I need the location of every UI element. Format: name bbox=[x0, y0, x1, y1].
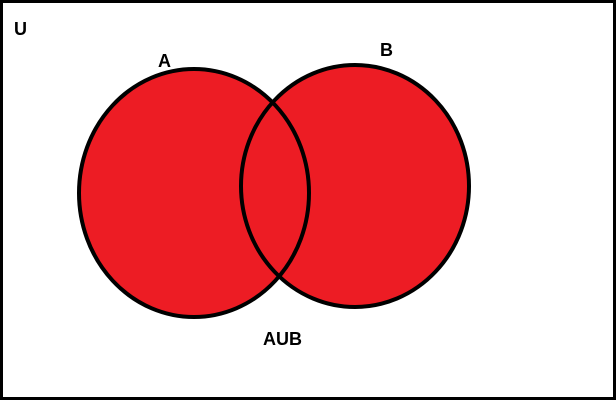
set-a-label: A bbox=[158, 51, 171, 71]
union-label: AUB bbox=[263, 329, 302, 349]
set-a-outline bbox=[77, 67, 311, 319]
set-b-label: B bbox=[380, 40, 393, 60]
universe-label: U bbox=[14, 19, 27, 39]
set-b-outline bbox=[239, 63, 471, 309]
